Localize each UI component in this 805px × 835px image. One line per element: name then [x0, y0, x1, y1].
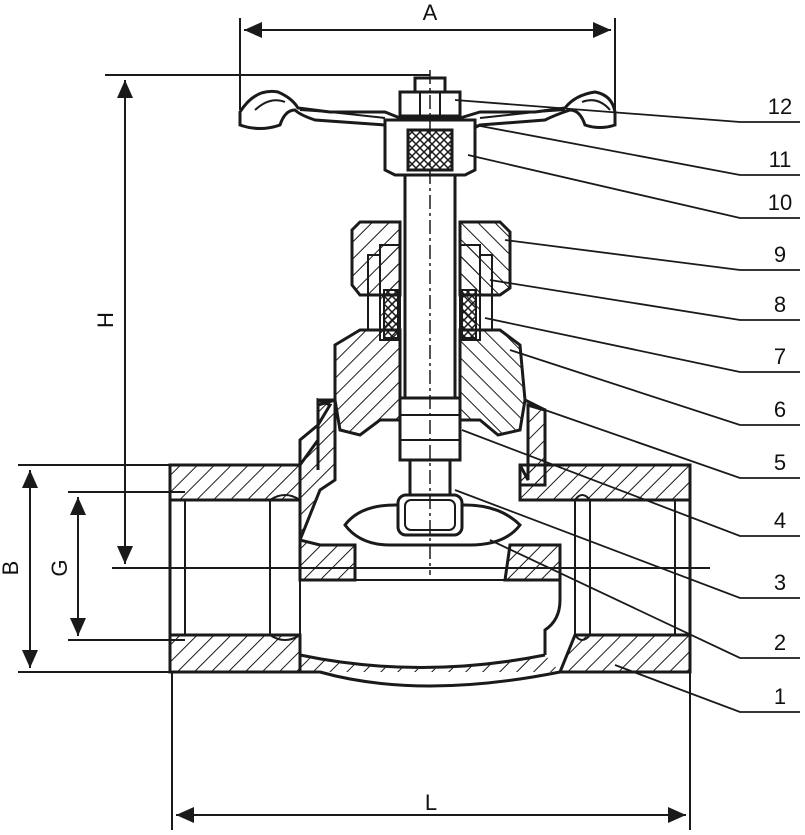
dimension-lines: [18, 18, 710, 830]
part-number-8: 8: [774, 292, 786, 317]
handwheel: [238, 76, 617, 177]
leader-lines: [454, 99, 800, 713]
dimension-label-l: L: [425, 790, 437, 815]
part-number-5: 5: [774, 450, 786, 475]
dimension-label-h: H: [93, 312, 118, 328]
part-number-6: 6: [774, 397, 786, 422]
part-number-12: 12: [768, 94, 792, 119]
part-number-7: 7: [774, 344, 786, 369]
part-number-9: 9: [774, 242, 786, 267]
part-number-3: 3: [774, 570, 786, 595]
part-number-10: 10: [768, 190, 792, 215]
part-number-1: 1: [774, 684, 786, 709]
dimension-label-g: G: [47, 559, 72, 576]
bonnet: [318, 328, 546, 437]
part-number-11: 11: [769, 147, 792, 172]
dimension-label-a: A: [423, 0, 438, 25]
gland-packing: [367, 244, 493, 341]
dimension-label-b: B: [0, 561, 23, 576]
valve-disc: [343, 493, 522, 547]
part-number-2: 2: [774, 630, 786, 655]
part-number-4: 4: [774, 508, 786, 533]
